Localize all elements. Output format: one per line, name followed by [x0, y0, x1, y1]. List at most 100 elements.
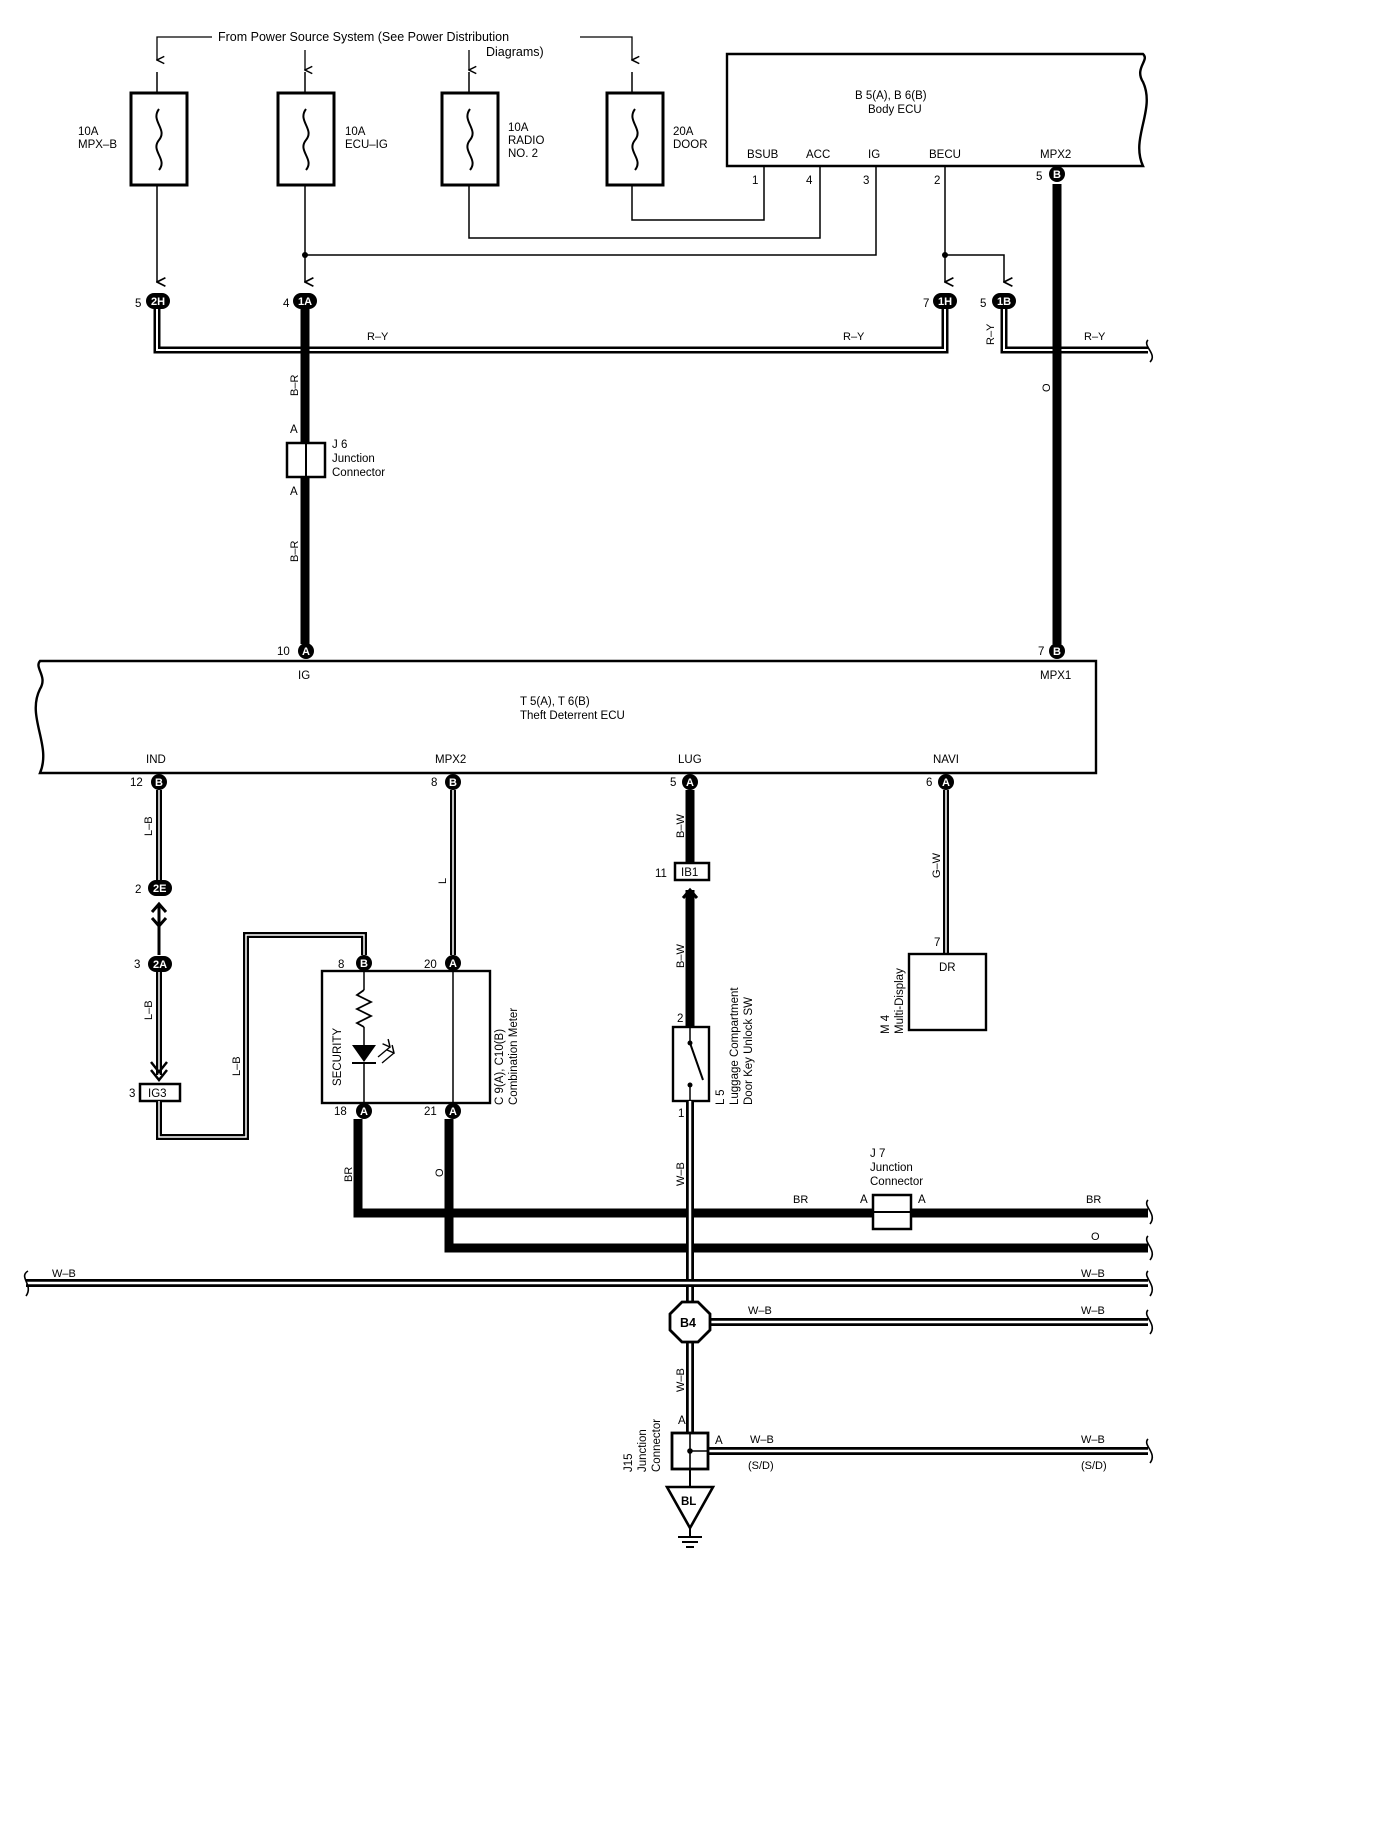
svg-text:BR: BR: [793, 1194, 808, 1206]
svg-text:BR: BR: [1086, 1194, 1101, 1206]
wire-label-ry: R–Y: [1084, 331, 1106, 343]
fuse-door-amp: 20A: [673, 126, 694, 138]
svg-text:W–B: W–B: [675, 1368, 687, 1392]
body-ecu-pin-5: 5: [1036, 171, 1042, 183]
body-ecu-pin-2: 2: [934, 175, 940, 187]
svg-text:5: 5: [980, 298, 986, 310]
svg-text:3: 3: [134, 959, 140, 971]
svg-text:21: 21: [424, 1106, 437, 1118]
svg-text:3: 3: [129, 1088, 135, 1100]
wiring-diagram: From Power Source System (See Power Dist…: [23, 30, 1154, 1548]
wire-mpx2-l: L: [437, 790, 456, 955]
svg-text:2E: 2E: [153, 883, 166, 895]
fuse-ecu-ig: 10A ECU–IG: [276, 72, 388, 187]
svg-text:(S/D): (S/D): [1081, 1460, 1107, 1472]
combo-meter-name: Combination Meter: [508, 1008, 520, 1105]
body-ecu-pin-3: 3: [863, 175, 869, 187]
svg-text:1H: 1H: [938, 296, 952, 308]
ry-bus: [153, 308, 1154, 363]
svg-text:W–B: W–B: [52, 1268, 76, 1280]
j7-name1: Junction: [870, 1162, 913, 1174]
multi-display-name: Multi-Display: [894, 968, 906, 1034]
svg-text:A: A: [449, 958, 457, 970]
luggage-sw-pin-bottom: 1: [678, 1108, 684, 1120]
j6-ref: J 6: [332, 439, 347, 451]
luggage-sw-ref: L 5: [715, 1089, 727, 1105]
svg-text:B: B: [449, 777, 457, 789]
svg-text:IG3: IG3: [148, 1088, 167, 1100]
svg-text:O: O: [1091, 1231, 1100, 1243]
svg-text:A: A: [686, 777, 694, 789]
svg-text:L–B: L–B: [143, 1000, 155, 1020]
svg-text:W–B: W–B: [750, 1434, 774, 1446]
svg-text:8: 8: [338, 959, 344, 971]
wire-label-ry: R–Y: [985, 323, 997, 345]
junction-1b: 5 1B: [980, 293, 1016, 310]
svg-text:A: A: [449, 1106, 457, 1118]
svg-text:5: 5: [670, 777, 676, 789]
svg-text:A: A: [942, 777, 950, 789]
svg-text:W–B: W–B: [748, 1305, 772, 1317]
svg-text:2H: 2H: [151, 296, 165, 308]
svg-text:L–B: L–B: [231, 1056, 243, 1076]
j6-name1: Junction: [332, 453, 375, 465]
svg-text:A: A: [715, 1435, 723, 1447]
body-ecu-ref: B 5(A), B 6(B): [855, 90, 927, 102]
body-ecu-term-becu: BECU: [929, 149, 961, 161]
junction-2h: 5 2H: [135, 293, 170, 310]
multi-display-pin: 7: [934, 937, 940, 949]
splice-point: [302, 252, 308, 258]
svg-text:O: O: [434, 1168, 446, 1177]
svg-text:A: A: [290, 424, 298, 436]
body-ecu-term-mpx2: MPX2: [1040, 149, 1071, 161]
svg-text:10: 10: [277, 646, 290, 658]
svg-text:12: 12: [130, 777, 143, 789]
j6-name2: Connector: [332, 467, 385, 479]
combination-meter: SECURITY C 9(A), C10(B) Combination Mete…: [320, 955, 520, 1119]
svg-text:B: B: [155, 777, 163, 789]
body-ecu-term-acc: ACC: [806, 149, 830, 161]
fuse-mpx-b-name: MPX–B: [78, 139, 117, 151]
ind-branch: L–B 2 2E 3 2A L–B 3 IG3 L–B: [129, 790, 367, 1140]
svg-text:A: A: [860, 1194, 868, 1206]
svg-text:A: A: [360, 1106, 368, 1118]
fuse-radio-name1: RADIO: [508, 135, 544, 147]
svg-text:20: 20: [424, 959, 437, 971]
svg-text:W–B: W–B: [1081, 1268, 1105, 1280]
luggage-sw-name1: Luggage Compartment: [729, 987, 741, 1105]
svg-text:11: 11: [655, 868, 667, 880]
svg-text:18: 18: [334, 1106, 347, 1118]
svg-text:BL: BL: [681, 1496, 696, 1508]
svg-text:B: B: [1053, 646, 1061, 658]
body-ecu-pin-1: 1: [752, 175, 758, 187]
luggage-sw-pin-top: 2: [677, 1013, 683, 1025]
fuse-to-ecu-wires: [157, 166, 1004, 282]
svg-text:W–B: W–B: [675, 1162, 687, 1186]
theft-deterrent-ecu: T 5(A), T 6(B) Theft Deterrent ECU IG MP…: [34, 659, 1098, 775]
svg-text:L: L: [437, 878, 449, 884]
svg-text:1A: 1A: [298, 296, 312, 308]
source-note: From Power Source System (See Power Dist…: [157, 30, 632, 70]
j15-ref: J15: [623, 1453, 635, 1472]
svg-text:7: 7: [923, 298, 929, 310]
svg-text:B4: B4: [680, 1316, 696, 1330]
svg-text:BR: BR: [343, 1167, 355, 1182]
connector-theft-mpx2: 8 B: [431, 774, 461, 790]
svg-text:A: A: [918, 1194, 926, 1206]
combo-meter-security-label: SECURITY: [332, 1028, 344, 1086]
theft-ecu-term-ind: IND: [146, 754, 166, 766]
svg-text:1B: 1B: [997, 296, 1011, 308]
connector-theft-navi: 6 A: [926, 774, 954, 790]
body-ecu-term-ig: IG: [868, 149, 880, 161]
wb-bus: [23, 1270, 1154, 1464]
wire-br-o: BR O BR BR O: [343, 1119, 1154, 1261]
j7-ref: J 7: [870, 1148, 885, 1160]
fuse-mpx-b-amp: 10A: [78, 126, 99, 138]
connector-theft-ig: 10 A: [277, 643, 314, 659]
source-note-line2: Diagrams): [486, 45, 544, 59]
combo-meter-ref: C 9(A), C10(B): [494, 1029, 506, 1105]
svg-text:W–B: W–B: [1081, 1434, 1105, 1446]
svg-text:2A: 2A: [153, 959, 167, 971]
lug-branch: B–W 11 IB1 B–W 2 1 L 5 Luggage Compartme…: [655, 790, 755, 1302]
fuse-ecu-ig-amp: 10A: [345, 126, 366, 138]
